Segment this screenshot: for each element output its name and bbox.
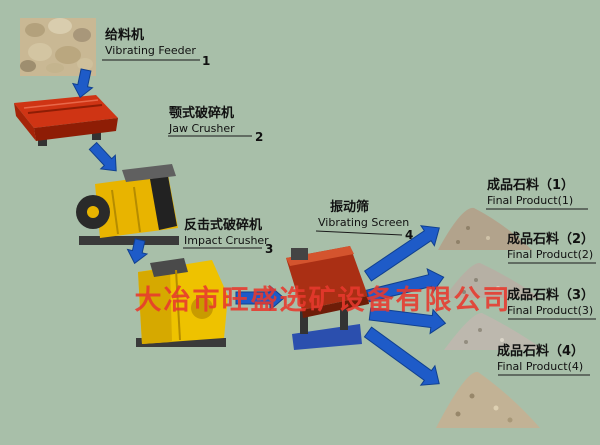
product-2-label: 成品石料（2） Final Product(2) <box>507 232 594 262</box>
product-4-label: 成品石料（4） Final Product(4) <box>497 344 584 374</box>
impact-crusher-label-cn: 反击式破碎机 <box>184 218 263 233</box>
vibrating-screen-step-number: 4 <box>405 228 414 242</box>
vibrating-screen-label-en: Vibrating Screen <box>318 216 410 230</box>
jaw-crusher-figure <box>76 164 179 245</box>
leader-lines <box>102 59 596 376</box>
product-4-label-en: Final Product(4) <box>497 360 584 374</box>
impact-crusher-step-number: 3 <box>265 242 274 256</box>
impact-crusher-figure <box>136 258 228 347</box>
product-1-label-en: Final Product(1) <box>487 194 574 208</box>
arrow-photo-to-feeder <box>71 68 94 99</box>
product-2-label-cn: 成品石料（2） <box>507 232 595 247</box>
arrow-screen-to-p1 <box>363 225 440 282</box>
arrow-jaw-to-impact <box>126 238 149 265</box>
arrow-screen-to-p2 <box>365 267 445 303</box>
arrow-impact-to-screen <box>235 284 285 312</box>
jaw-crusher-step-number: 2 <box>255 130 264 144</box>
vibrating-screen-label: 振动筛 Vibrating Screen <box>318 200 409 230</box>
vibrating-screen-label-cn: 振动筛 <box>330 200 370 215</box>
product-piles <box>436 207 544 428</box>
product-3-label-en: Final Product(3) <box>507 304 594 318</box>
product-1-label: 成品石料（1） Final Product(1) <box>487 178 574 208</box>
feeder-label-cn: 给料机 <box>105 28 145 43</box>
arrow-feeder-to-jaw <box>88 141 117 172</box>
arrow-screen-to-p4 <box>363 326 440 386</box>
arrow-screen-to-p3 <box>368 307 447 335</box>
raw-material-photo <box>20 18 96 76</box>
product-3-label: 成品石料（3） Final Product(3) <box>507 288 594 318</box>
product-pile-1 <box>438 207 532 250</box>
flow-arrows <box>71 68 447 386</box>
feeder-label-en: Vibrating Feeder <box>105 44 196 58</box>
company-watermark: 大冶市旺盛选矿设备有限公司 <box>134 285 512 316</box>
feeder-step-number: 1 <box>202 54 211 68</box>
vibrating-screen-figure <box>286 246 369 350</box>
product-1-label-cn: 成品石料（1） <box>487 178 575 193</box>
vibrating-feeder-figure <box>14 95 118 146</box>
impact-crusher-label-en: Impact Crusher <box>184 234 269 248</box>
product-4-label-cn: 成品石料（4） <box>497 344 585 359</box>
jaw-crusher-label-en: Jaw Crusher <box>169 122 235 136</box>
feeder-label: 给料机 Vibrating Feeder <box>105 28 196 58</box>
jaw-crusher-label-cn: 颚式破碎机 <box>169 106 235 121</box>
product-pile-2 <box>444 262 540 298</box>
product-2-label-en: Final Product(2) <box>507 248 594 262</box>
product-pile-4 <box>436 371 540 428</box>
impact-crusher-label: 反击式破碎机 Impact Crusher <box>184 218 269 248</box>
product-pile-3 <box>444 312 544 350</box>
product-3-label-cn: 成品石料（3） <box>507 288 595 303</box>
jaw-crusher-label: 颚式破碎机 Jaw Crusher <box>169 106 235 136</box>
